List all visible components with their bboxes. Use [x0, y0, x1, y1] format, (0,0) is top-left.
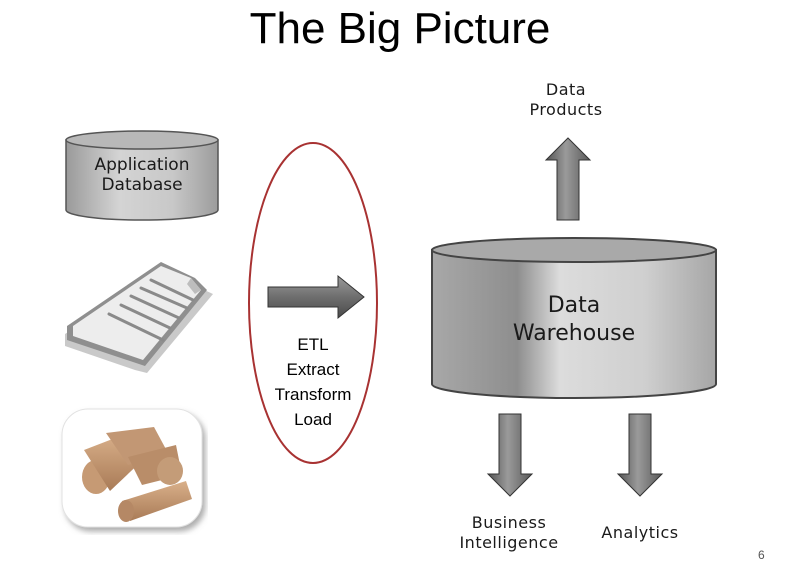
data-products-arrow	[544, 136, 592, 222]
business-intelligence-arrow	[486, 412, 534, 498]
etl-process: ETL Extract Transform Load	[246, 140, 380, 466]
page-number: 6	[758, 548, 765, 562]
arrow-up-icon	[544, 137, 592, 221]
application-database: Application Database	[62, 128, 222, 223]
etl-load: Load	[294, 410, 332, 429]
wood-logs-icon	[61, 408, 203, 528]
etl-label: ETL Extract Transform Load	[246, 332, 380, 432]
warehouse-cylinder-icon	[431, 237, 717, 399]
business-intelligence-label: Business Intelligence	[459, 513, 559, 552]
etl-ellipse	[248, 142, 378, 464]
slide-title: The Big Picture	[249, 4, 551, 53]
database-cylinder-icon	[65, 130, 219, 221]
etl-transform: Transform	[274, 385, 352, 404]
analytics-label: Analytics	[601, 523, 679, 542]
etl-extract: Extract	[286, 360, 340, 379]
document-icon	[65, 262, 213, 373]
data-warehouse: Data Warehouse	[426, 234, 722, 404]
arrow-down-icon	[616, 413, 664, 497]
data-warehouse-label: Data Warehouse	[512, 293, 636, 346]
data-products-label: Data Products	[529, 80, 603, 119]
arrow-down-icon	[486, 413, 534, 497]
analytics-arrow	[616, 412, 664, 498]
application-database-label: Application Database	[94, 155, 190, 195]
logs-source	[58, 405, 208, 535]
document-source	[55, 248, 225, 388]
etl-acronym: ETL	[297, 335, 329, 354]
etl-arrow-right-icon	[267, 274, 365, 320]
